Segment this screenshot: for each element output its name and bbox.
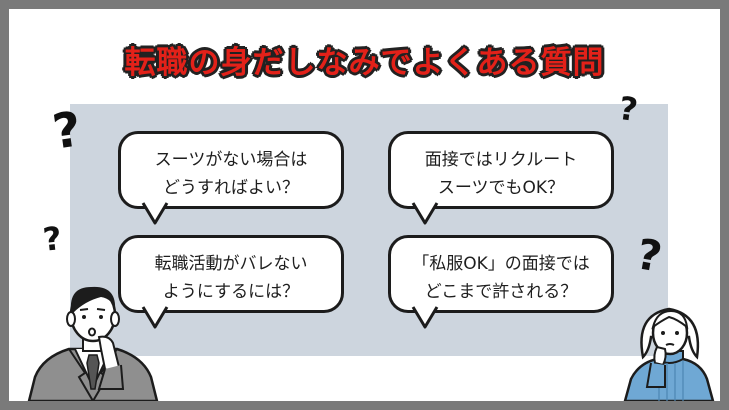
page-title: 転職の身だしなみでよくある質問 xyxy=(123,44,605,83)
question-mark-icon: ? xyxy=(41,219,64,259)
slide-frame: 転職の身だしなみでよくある質問 スーツがない場合は どうすればよい？ 面接ではリ… xyxy=(9,9,720,401)
question-bubble-4: 「私服OK」の面接では どこまで許される？ xyxy=(388,235,614,313)
woman-illustration xyxy=(623,307,715,401)
businessman-illustration xyxy=(27,286,159,401)
question-2-line-2: スーツでもOK？ xyxy=(437,178,565,198)
question-bubble-2: 面接ではリクルート スーツでもOK？ xyxy=(388,131,614,209)
question-3-text: 転職活動がバレない ようにするには？ xyxy=(121,250,341,306)
question-bubble-3: 転職活動がバレない ようにするには？ xyxy=(118,235,344,313)
bubble-1-tail xyxy=(141,202,169,225)
question-bubble-1: スーツがない場合は どうすればよい？ xyxy=(118,131,344,209)
question-4-line-2: どこまで許される？ xyxy=(424,282,578,302)
question-3-line-2: ようにするには？ xyxy=(162,282,300,302)
question-4-line-1: 「私服OK」の面接では xyxy=(412,254,590,274)
question-2-line-1: 面接ではリクルート xyxy=(424,150,578,170)
question-4-text: 「私服OK」の面接では どこまで許される？ xyxy=(391,250,611,306)
question-1-text: スーツがない場合は どうすればよい？ xyxy=(121,146,341,202)
question-1-line-1: スーツがない場合は xyxy=(154,150,308,170)
bubble-3-tail xyxy=(141,306,169,329)
bubble-4-tail xyxy=(411,306,439,329)
bubble-2-tail xyxy=(411,202,439,225)
question-3-line-1: 転職活動がバレない xyxy=(154,254,308,274)
question-2-text: 面接ではリクルート スーツでもOK？ xyxy=(391,146,611,202)
question-1-line-2: どうすればよい？ xyxy=(163,178,299,198)
